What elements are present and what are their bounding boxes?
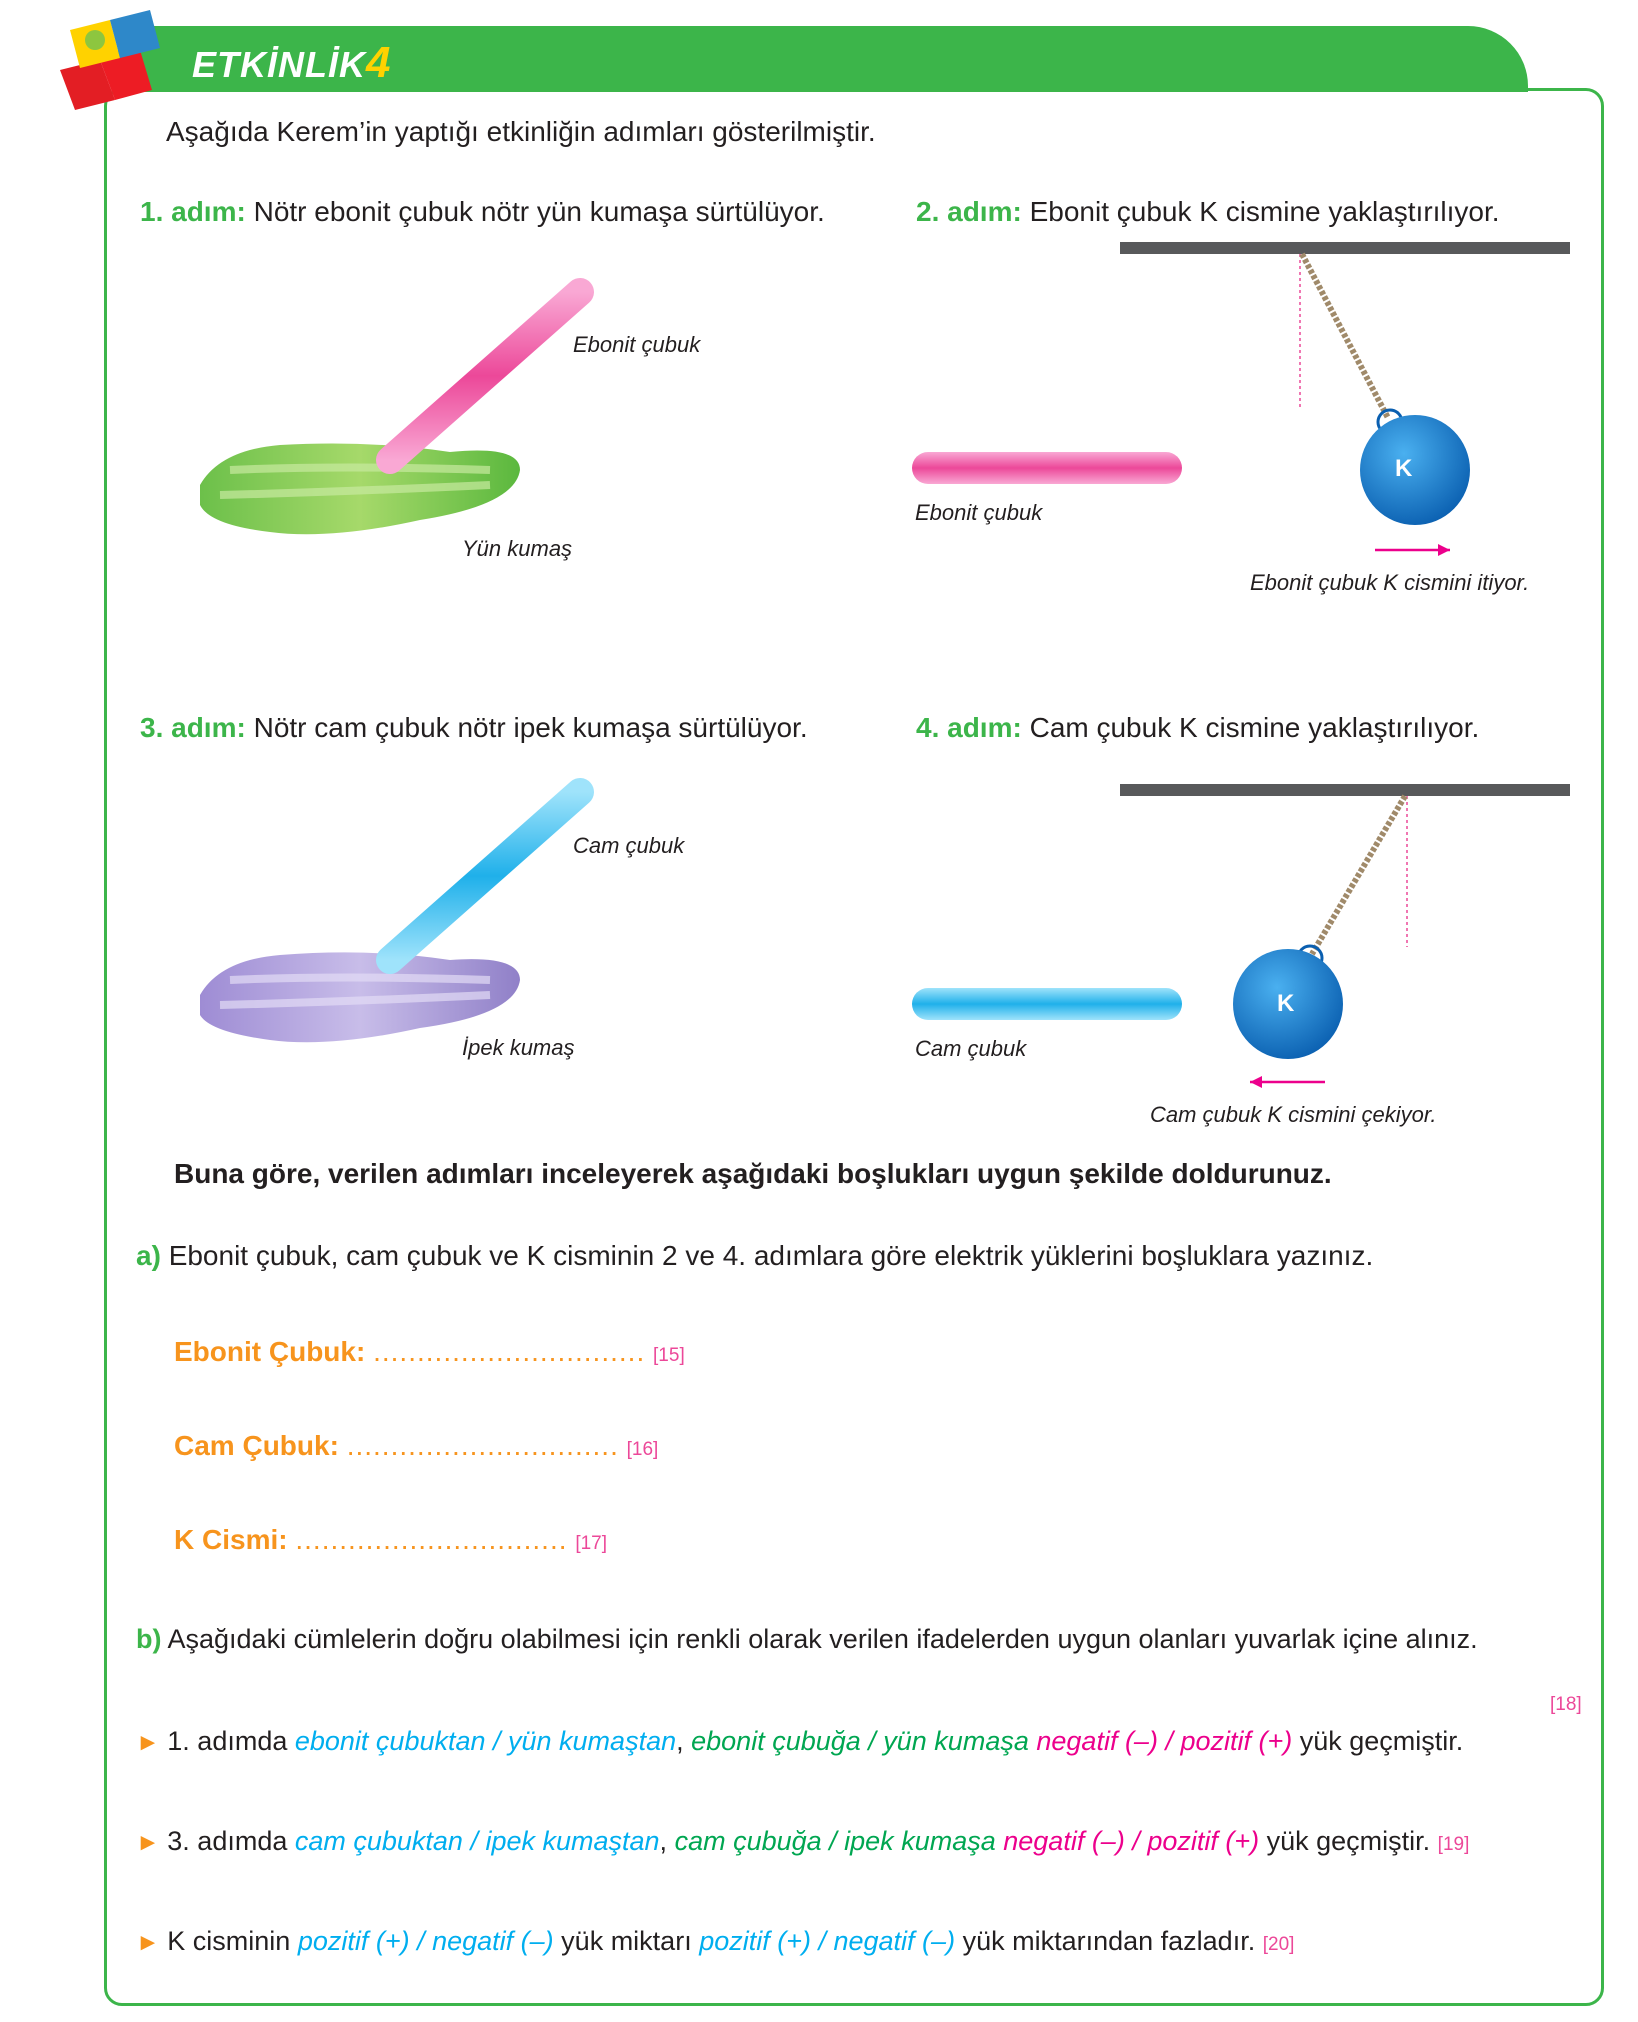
s1-option-target[interactable]: ebonit çubuğa / yün kumaşa: [691, 1726, 1029, 1756]
fig3-cloth-label: İpek kumaş: [462, 1035, 575, 1060]
blank-k-label: K Cismi:: [174, 1524, 288, 1555]
fig2-caption: Ebonit çubuk K cismini itiyor.: [1250, 570, 1530, 595]
fig2-rod-label: Ebonit çubuk: [915, 500, 1043, 525]
bullet-arrow-icon: ►: [136, 1829, 160, 1856]
blank-cam-label: Cam Çubuk:: [174, 1430, 339, 1461]
fig4-caption: Cam çubuk K cismini çekiyor.: [1150, 1102, 1437, 1127]
s1-ref: [18]: [1550, 1694, 1582, 1715]
blank-cam[interactable]: Cam Çubuk: .............................…: [174, 1430, 658, 1462]
fig1-cloth-label: Yün kumaş: [462, 536, 573, 561]
fig4-rod-label: Cam çubuk: [915, 1036, 1027, 1061]
s2-post: yük geçmiştir.: [1259, 1826, 1431, 1856]
title-number: 4: [366, 38, 392, 87]
s1-sep: ,: [676, 1726, 692, 1756]
fig1-rod-label: Ebonit çubuk: [573, 332, 701, 357]
question-b: b) Aşağıdaki cümlelerin doğru olabilmesi…: [136, 1624, 1478, 1655]
blank-ebonit[interactable]: Ebonit Çubuk: ..........................…: [174, 1336, 685, 1368]
step-2: 2. adım: Ebonit çubuk K cismine yaklaştı…: [916, 196, 1500, 228]
question-a-letter: a): [136, 1240, 161, 1271]
s3-ref: [20]: [1262, 1934, 1295, 1955]
s2-option-source[interactable]: cam çubuktan / ipek kumaştan: [294, 1826, 660, 1856]
sentence-1: ► 1. adımda ebonit çubuktan / yün kumaşt…: [136, 1726, 1463, 1757]
s2-option-charge[interactable]: negatif (–) / pozitif (+): [1003, 1826, 1260, 1856]
figure-2-repel: [912, 242, 1570, 556]
fig4-ball-label: K: [1277, 990, 1295, 1017]
s2-pre: 3. adımda: [167, 1826, 295, 1856]
step-3-text: Nötr cam çubuk nötr ipek kumaşa sürtülüy…: [245, 712, 808, 743]
s3-option-1[interactable]: pozitif (+) / negatif (–): [297, 1926, 554, 1956]
s1-post: yük geçmiştir.: [1292, 1726, 1464, 1756]
sentence-2: ► 3. adımda cam çubuktan / ipek kumaştan…: [136, 1826, 1469, 1857]
question-b-letter: b): [136, 1624, 162, 1654]
title-word: ETKİNLİK: [192, 44, 366, 85]
s1-pre: 1. adımda: [167, 1726, 295, 1756]
bullet-arrow-icon: ►: [136, 1729, 160, 1756]
bullet-arrow-icon: ►: [136, 1929, 160, 1956]
blank-ebonit-ref: [15]: [653, 1345, 685, 1366]
s1-option-source[interactable]: ebonit çubuktan / yün kumaştan: [294, 1726, 677, 1756]
blank-ebonit-dots[interactable]: ...............................: [373, 1336, 646, 1367]
figure-1-wool-ebonite: [200, 278, 594, 535]
step-1-number: 1. adım:: [140, 196, 246, 227]
step-4-number: 4. adım:: [916, 712, 1022, 743]
blank-k-ref: [17]: [575, 1533, 608, 1554]
step-3-number: 3. adım:: [140, 712, 246, 743]
s3-mid: yük miktarı: [553, 1926, 700, 1956]
step-1: 1. adım: Nötr ebonit çubuk nötr yün kuma…: [140, 196, 825, 228]
s2-sep: ,: [659, 1826, 675, 1856]
s3-pre: K cisminin: [167, 1926, 298, 1956]
step-4-text: Cam çubuk K cismine yaklaştırılıyor.: [1021, 712, 1480, 743]
step-2-text: Ebonit çubuk K cismine yaklaştırılıyor.: [1021, 196, 1500, 227]
blank-k[interactable]: K Cismi: ...............................…: [174, 1524, 607, 1556]
sentence-3: ► K cisminin pozitif (+) / negatif (–) y…: [136, 1926, 1294, 1957]
blank-cam-dots[interactable]: ...............................: [346, 1430, 619, 1461]
s1-option-charge[interactable]: negatif (–) / pozitif (+): [1036, 1726, 1293, 1756]
intro-text: Aşağıda Kerem’in yaptığı etkinliğin adım…: [166, 116, 876, 147]
s2-option-target[interactable]: cam çubuğa / ipek kumaşa: [674, 1826, 996, 1856]
puzzle-logo-icon: [60, 10, 160, 110]
blank-ebonit-label: Ebonit Çubuk:: [174, 1336, 366, 1367]
s3-post: yük miktarından fazladır.: [955, 1926, 1256, 1956]
header-banner: [118, 26, 1528, 92]
question-a: a) Ebonit çubuk, cam çubuk ve K cisminin…: [136, 1240, 1373, 1272]
fig2-ball-label: K: [1395, 455, 1413, 482]
s2-ref: [19]: [1437, 1834, 1470, 1855]
step-2-number: 2. adım:: [916, 196, 1022, 227]
activity-title: ETKİNLİK4: [192, 38, 391, 88]
figure-3-silk-glass: [200, 778, 594, 1043]
question-a-text: Ebonit çubuk, cam çubuk ve K cisminin 2 …: [168, 1240, 1374, 1271]
fig3-rod-label: Cam çubuk: [573, 833, 685, 858]
s3-option-2[interactable]: pozitif (+) / negatif (–): [699, 1926, 956, 1956]
step-4: 4. adım: Cam çubuk K cismine yaklaştırıl…: [916, 712, 1479, 744]
step-3: 3. adım: Nötr cam çubuk nötr ipek kumaşa…: [140, 712, 808, 744]
blank-k-dots[interactable]: ...............................: [295, 1524, 568, 1555]
instruction: Buna göre, verilen adımları inceleyerek …: [174, 1158, 1332, 1189]
blank-cam-ref: [16]: [626, 1439, 659, 1460]
step-1-text: Nötr ebonit çubuk nötr yün kumaşa sürtül…: [245, 196, 825, 227]
question-b-text: Aşağıdaki cümlelerin doğru olabilmesi iç…: [167, 1624, 1478, 1654]
figure-4-attract: [912, 784, 1570, 1088]
